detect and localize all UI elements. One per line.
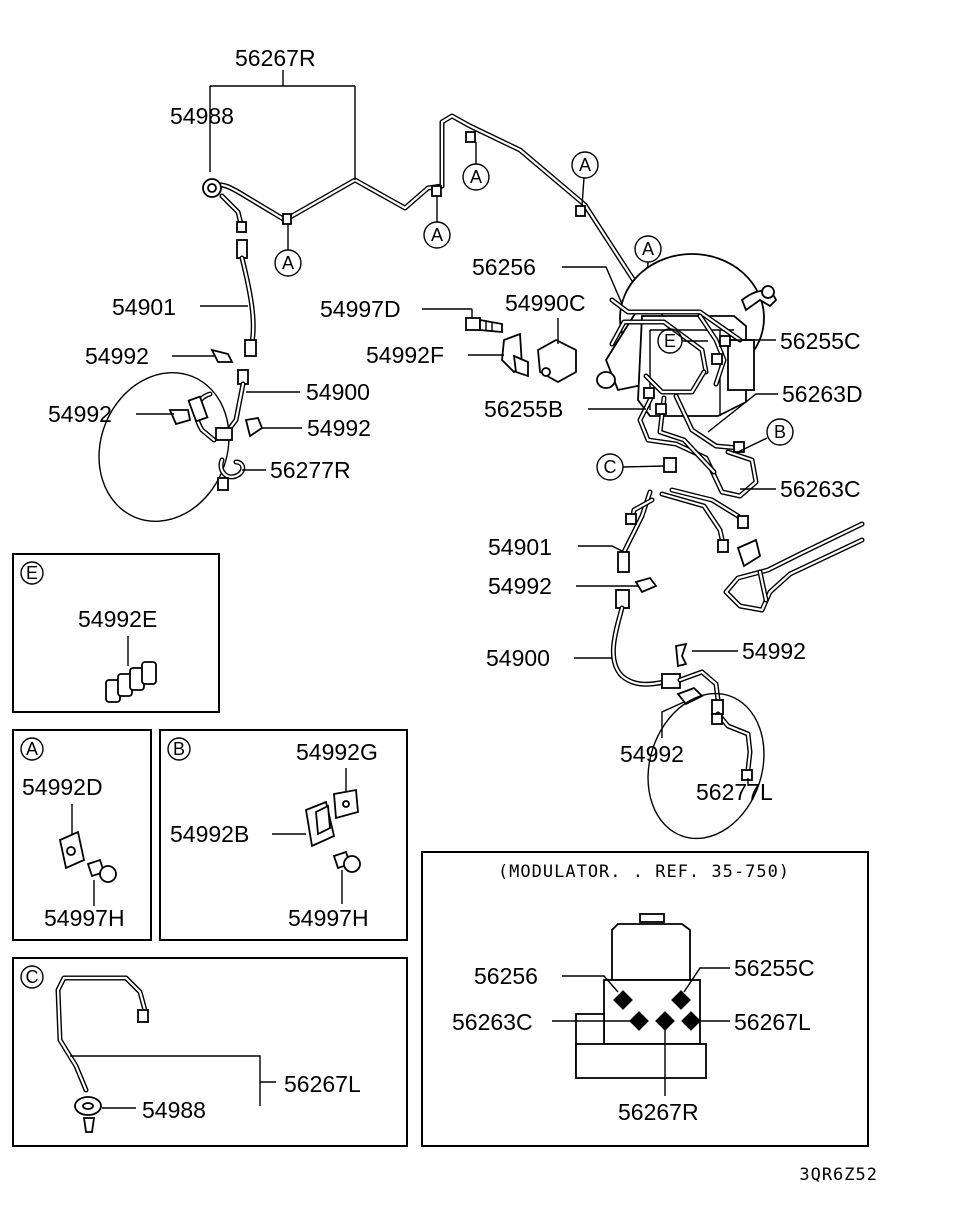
svg-text:A: A: [470, 167, 482, 187]
modulator-label-56256: 56256: [474, 963, 619, 993]
svg-text:56267R: 56267R: [618, 1099, 699, 1125]
master-cylinder-pipes: [609, 297, 759, 499]
svg-text:A: A: [579, 155, 591, 175]
label-56267R-top: 56267R: [209, 45, 356, 180]
modulator-box: (MODULATOR. . REF. 35-750) 56256 56255C …: [421, 851, 869, 1147]
svg-text:54992G: 54992G: [296, 739, 378, 765]
svg-text:56277R: 56277R: [270, 457, 351, 483]
detail-box-A: A 54992D 54997H: [12, 729, 152, 941]
svg-text:54992E: 54992E: [78, 606, 157, 632]
svg-text:56255C: 56255C: [734, 955, 815, 981]
svg-text:E: E: [26, 563, 38, 583]
right-brake-hose-54900: 54900: [486, 589, 721, 703]
svg-text:(MODULATOR. . REF. 35-750): (MODULATOR. . REF. 35-750): [498, 862, 790, 882]
svg-text:A: A: [431, 225, 443, 245]
right-caliper-pipe-56277L: 56277L: [647, 692, 773, 840]
clip-54992-right-b: 54992: [675, 638, 806, 668]
svg-text:A: A: [282, 253, 294, 273]
callout-A-1: A: [274, 224, 302, 277]
main-brake-pipe-56267R: [202, 113, 643, 293]
svg-text:A: A: [26, 739, 38, 759]
svg-text:56267L: 56267L: [284, 1071, 361, 1097]
svg-text:54992: 54992: [307, 415, 371, 441]
modulator-label-56263C: 56263C: [452, 1009, 632, 1035]
svg-text:56263C: 56263C: [452, 1009, 533, 1035]
left-caliper-pipe-56277R: 56277R: [217, 457, 351, 491]
callout-A-2: A: [423, 196, 451, 249]
detail-box-C: C 56267L 54988: [12, 957, 408, 1147]
svg-text:54992: 54992: [48, 401, 112, 427]
svg-text:56277L: 56277L: [696, 779, 773, 805]
svg-text:56267L: 56267L: [734, 1009, 811, 1035]
detail-box-B: B 54992G 54992B 54997H: [159, 729, 408, 941]
svg-text:56255B: 56255B: [484, 396, 563, 422]
svg-text:E: E: [664, 331, 676, 351]
svg-text:54990C: 54990C: [505, 290, 586, 316]
svg-text:56263D: 56263D: [782, 381, 863, 407]
right-brake-hose-54901: 54901: [488, 534, 630, 573]
clip-54992-left-c: 54992: [244, 415, 371, 441]
callout-C-main: C: [596, 453, 677, 481]
svg-text:B: B: [774, 422, 786, 442]
svg-text:56255C: 56255C: [780, 328, 861, 354]
bracket-54992F: 54992F: [366, 332, 529, 378]
svg-text:A: A: [642, 239, 654, 259]
svg-text:56256: 56256: [472, 254, 536, 280]
modulator-unit: [575, 913, 707, 1079]
connector-54990C: 54990C: [505, 290, 586, 384]
clip-54992-right-c: 54992: [620, 686, 704, 767]
svg-text:54901: 54901: [112, 294, 176, 320]
svg-text:54900: 54900: [306, 379, 370, 405]
label-56263C-mid: 56263C: [740, 476, 861, 502]
svg-text:54997H: 54997H: [44, 905, 125, 931]
svg-text:56267R: 56267R: [235, 45, 316, 71]
label-54901-left: 54901: [112, 294, 248, 320]
svg-text:54900: 54900: [486, 645, 550, 671]
detail-box-E: E 54992E: [12, 553, 220, 713]
svg-text:54992D: 54992D: [22, 774, 103, 800]
clip-54992-right-a: 54992: [488, 573, 658, 599]
callout-A-3: A: [462, 142, 490, 191]
label-56255C-mid: 56255C: [732, 328, 861, 354]
svg-text:C: C: [604, 457, 617, 477]
clip-54992-left-b: 54992: [48, 401, 192, 427]
bolt-54997D: 54997D: [320, 296, 503, 333]
right-pipes-to-rear: [621, 487, 865, 613]
modulator-label-56267L: 56267L: [698, 1009, 811, 1035]
label-54988-top: 54988: [170, 103, 234, 129]
label-56255B-mid: 56255B: [484, 396, 646, 422]
callout-A-4: A: [571, 151, 599, 207]
label-56256-mid: 56256: [472, 254, 623, 305]
svg-text:B: B: [173, 739, 185, 759]
svg-text:54992: 54992: [620, 741, 684, 767]
modulator-label-56267R: 56267R: [618, 1030, 699, 1125]
svg-text:54901: 54901: [488, 534, 552, 560]
svg-text:56256: 56256: [474, 963, 538, 989]
svg-text:54997D: 54997D: [320, 296, 401, 322]
hydraulic-unit: [637, 315, 755, 417]
callout-B-main: B: [737, 418, 794, 453]
svg-text:54992: 54992: [85, 343, 149, 369]
label-56263D-mid: 56263D: [707, 381, 863, 433]
svg-text:54992B: 54992B: [170, 821, 249, 847]
modulator-label-56255C: 56255C: [683, 955, 815, 993]
svg-text:54992: 54992: [488, 573, 552, 599]
svg-text:54988: 54988: [142, 1097, 206, 1123]
svg-text:56263C: 56263C: [780, 476, 861, 502]
left-brake-hose-54900: 54900: [98, 369, 370, 523]
figure-code: 3QR6Z52: [799, 1165, 878, 1185]
left-brake-hose-54901: [236, 239, 257, 357]
clip-set-54992E: [105, 661, 157, 703]
svg-text:54997H: 54997H: [288, 905, 369, 931]
callout-E-main: E: [657, 328, 708, 354]
svg-text:54992F: 54992F: [366, 342, 444, 368]
svg-text:54992: 54992: [742, 638, 806, 664]
clip-54992-left-a: 54992: [85, 343, 234, 369]
svg-text:C: C: [26, 967, 39, 987]
